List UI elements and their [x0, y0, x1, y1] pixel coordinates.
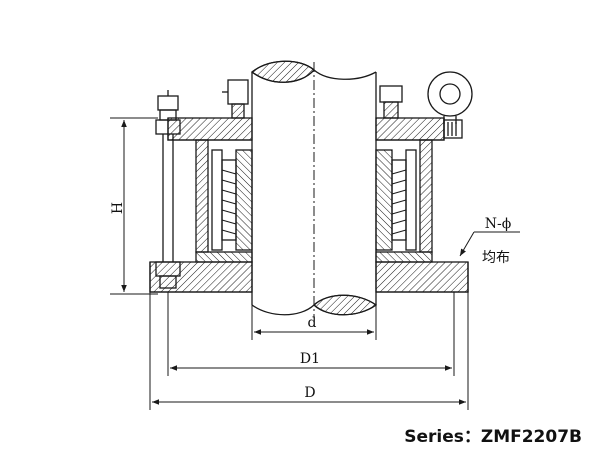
leader-N-phi: [459, 231, 520, 257]
left-stud-bolt: [155, 90, 181, 289]
label-evenly-distributed: 均布: [482, 250, 510, 266]
label-H: H: [110, 202, 126, 214]
right-gland: [375, 85, 469, 293]
lifting-eye: [427, 71, 473, 124]
dim-D: [149, 292, 469, 410]
series-caption: Series：ZMF2207B: [404, 427, 582, 447]
label-d: d: [308, 315, 317, 331]
label-D: D: [304, 385, 315, 401]
label-N-phi: N-ϕ: [485, 216, 512, 232]
dim-d: [251, 305, 377, 340]
shaft: [250, 60, 378, 318]
dim-D1: [167, 292, 455, 376]
left-gland: [149, 79, 253, 293]
label-D1: D1: [300, 351, 320, 367]
